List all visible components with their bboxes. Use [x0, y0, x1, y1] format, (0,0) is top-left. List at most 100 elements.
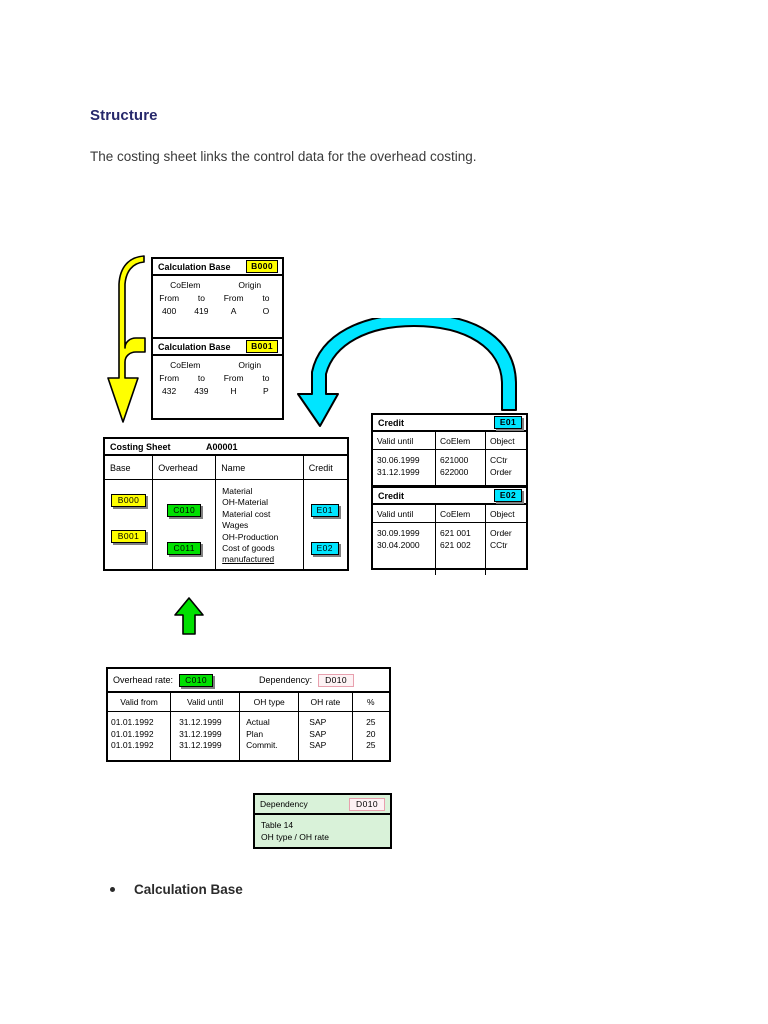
value-coelem-from: 400 [162, 306, 177, 316]
dependency-detail-line: OH type / OH rate [261, 831, 330, 842]
green-overhead-arrow-icon [174, 597, 204, 635]
credit-rows: 30.06.1999 31.12.1999 621000 622000 CCtr… [373, 450, 526, 496]
overhead-badge-c010[interactable]: C010 [167, 504, 202, 517]
calc-base-header: Calculation Base B001 [153, 339, 282, 356]
column-header-valid-until: Valid until [373, 432, 436, 449]
value-origin-from: H [230, 386, 237, 396]
overhead-badge-c011[interactable]: C011 [167, 542, 202, 555]
value-origin-to: O [262, 306, 270, 316]
costing-sheet-name-column: Material OH-Material Material cost Wages… [216, 480, 304, 570]
dependency-title: Dependency [260, 799, 308, 809]
costing-sheet-title: Costing Sheet [110, 441, 171, 452]
dependency-box: Dependency D010 Table 14 OH type / OH ra… [253, 793, 392, 849]
overhead-value: 01.01.1992 [111, 717, 154, 727]
credit-cell-valid-until: 30.09.1999 30.04.2000 [373, 523, 436, 575]
calc-base-values-row: 400 419 A O [153, 306, 282, 316]
overhead-rate-column-headers: Valid from Valid until OH type OH rate % [108, 693, 389, 712]
credit-value: 31.12.1999 [377, 466, 420, 477]
overhead-value: 31.12.1999 [179, 717, 222, 727]
value-origin-to: P [263, 386, 269, 396]
value-origin-from: A [230, 306, 237, 316]
base-badge-b000[interactable]: B000 [111, 494, 146, 507]
yellow-base-arrow-icon [107, 255, 146, 423]
calc-base-body: CoElem Origin From to From to 432 439 H … [153, 356, 282, 396]
sub-header-origin-from: From [223, 293, 244, 303]
value-coelem-from: 432 [162, 386, 177, 396]
dependency-label: Dependency: [259, 675, 313, 685]
credit-box-e01: Credit E01 Valid until CoElem Object 30.… [371, 413, 528, 496]
calc-base-body: CoElem Origin From to From to 400 419 A … [153, 276, 282, 316]
intro-paragraph: The costing sheet links the control data… [90, 149, 477, 164]
credit-badge[interactable]: E01 [494, 416, 522, 429]
costing-sheet-credit-column: E01 E02 [304, 480, 347, 570]
overhead-value: 31.12.1999 [179, 728, 222, 739]
calc-base-group-headers: CoElem Origin [153, 280, 282, 290]
credit-value: 30.04.2000 [377, 539, 420, 550]
calc-base-sub-headers: From to From to [153, 373, 282, 383]
column-header-valid-until: Valid until [373, 505, 436, 522]
column-header-credit: Credit [308, 462, 333, 473]
credit-value: 30.09.1999 [377, 528, 420, 538]
calc-base-badge[interactable]: B001 [246, 340, 278, 353]
overhead-rate-badge[interactable]: C010 [179, 673, 214, 687]
overhead-value: 01.01.1992 [111, 728, 154, 739]
column-header-oh-rate: OH rate [299, 693, 353, 711]
dependency-badge[interactable]: D010 [349, 797, 385, 811]
base-badge-b001[interactable]: B001 [111, 530, 146, 543]
overhead-rate-box: Overhead rate: C010 Dependency: D010 Val… [106, 667, 391, 762]
credit-title: Credit [378, 417, 405, 428]
sub-header-origin-to: to [262, 293, 270, 303]
overhead-cell-valid-from: 01.01.1992 01.01.1992 01.01.1992 [108, 712, 172, 761]
overhead-cell-valid-until: 31.12.1999 31.12.1999 31.12.1999 [171, 712, 241, 761]
costing-sheet-base-column: B000 B001 [105, 480, 154, 570]
credit-badge-e02[interactable]: E02 [310, 542, 339, 555]
calc-base-title: Calculation Base [158, 341, 231, 352]
group-header-coelem: CoElem [170, 280, 201, 290]
credit-rows: 30.09.1999 30.04.2000 621 001 621 002 Or… [373, 523, 526, 575]
credit-box-e02: Credit E02 Valid until CoElem Object 30.… [371, 486, 528, 575]
name-item: Material cost [222, 508, 271, 519]
overhead-value: 25 [366, 717, 376, 727]
sub-header-coelem-from: From [159, 293, 180, 303]
overhead-rate-header: Overhead rate: C010 Dependency: D010 [108, 669, 389, 693]
overhead-cell-percent: 25 20 25 [353, 712, 389, 761]
credit-value: CCtr [490, 539, 508, 550]
dependency-table-line: Table 14 [261, 820, 294, 830]
credit-badge[interactable]: E02 [494, 489, 522, 502]
column-header-percent: % [366, 697, 375, 707]
credit-cell-object: CCtr Order [486, 450, 526, 496]
credit-cell-valid-until: 30.06.1999 31.12.1999 [373, 450, 436, 496]
dependency-header: Dependency D010 [255, 795, 390, 815]
credit-column-headers: Valid until CoElem Object [373, 432, 526, 450]
calc-base-sub-headers: From to From to [153, 293, 282, 303]
credit-column-headers: Valid until CoElem Object [373, 505, 526, 523]
credit-value: 621000 [440, 455, 469, 465]
overhead-value: Plan [246, 728, 264, 739]
costing-sheet-id: A00001 [206, 441, 238, 452]
column-header-base: Base [105, 456, 154, 479]
credit-value: Order [490, 528, 512, 538]
credit-cell-object: Order CCtr [486, 523, 526, 575]
overhead-value: 25 [366, 740, 376, 750]
calculation-base-box-b000: Calculation Base B000 CoElem Origin From… [151, 257, 284, 340]
credit-value: 621 001 [440, 528, 471, 538]
value-coelem-to: 439 [194, 386, 209, 396]
name-item: Wages [222, 520, 249, 531]
calc-base-badge[interactable]: B000 [246, 260, 278, 273]
credit-value: 30.06.1999 [377, 455, 420, 465]
calc-base-group-headers: CoElem Origin [153, 360, 282, 370]
credit-badge-e01[interactable]: E01 [310, 504, 339, 517]
bullet-item-label: Calculation Base [134, 882, 243, 897]
costing-sheet-body: B000 B001 C010 C011 Material OH-Material… [105, 480, 347, 570]
column-header-valid-from: Valid from [108, 693, 172, 711]
overhead-cell-oh-rate: SAP SAP SAP [299, 712, 353, 761]
column-header-coelem: CoElem [436, 505, 486, 522]
credit-value: CCtr [490, 455, 508, 465]
column-header-valid-until: Valid until [171, 693, 241, 711]
costing-sheet-overhead-column: C010 C011 [153, 480, 217, 570]
calculation-base-box-b001: Calculation Base B001 CoElem Origin From… [151, 337, 284, 420]
credit-value: Order [490, 466, 512, 477]
dependency-badge[interactable]: D010 [318, 673, 355, 687]
credit-header: Credit E02 [373, 488, 526, 505]
overhead-value: 01.01.1992 [111, 740, 154, 750]
